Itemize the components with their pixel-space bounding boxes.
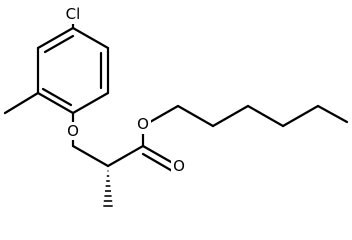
- ring-double-bond-2: [41, 87, 73, 107]
- hexyl-chain: [141, 104, 349, 128]
- ring-double-bond-3: [43, 34, 75, 54]
- benzene-ring: [36, 26, 110, 115]
- bond-c1-c2: [176, 104, 215, 128]
- ring-bond-1: [71, 26, 110, 50]
- chlorine-label: Cl: [66, 5, 81, 23]
- bond-c5-c6: [316, 104, 349, 124]
- ring-bond-3: [71, 91, 110, 115]
- ether-oxygen-label: O: [67, 122, 79, 140]
- bond-chiral-carbon-carbonyl-carbon: [106, 144, 145, 168]
- ring-bond-6: [36, 26, 75, 50]
- chemical-structure: Cl O O O: [3, 4, 349, 207]
- bond-c2-c3: [211, 104, 250, 128]
- ester-oxygen-label: O: [137, 115, 149, 133]
- bond-c3-c4: [246, 104, 285, 128]
- carbonyl-oxygen-label: O: [173, 157, 185, 175]
- bond-ether-oxygen-chiral-carbon: [71, 144, 110, 168]
- carbonyl-double-bond-2: [141, 152, 176, 174]
- bond-c4-c5: [281, 104, 320, 128]
- bond-ring-methyl: [3, 91, 40, 115]
- hashed-wedge-bond: [103, 170, 113, 207]
- ring-bond-4: [36, 91, 75, 115]
